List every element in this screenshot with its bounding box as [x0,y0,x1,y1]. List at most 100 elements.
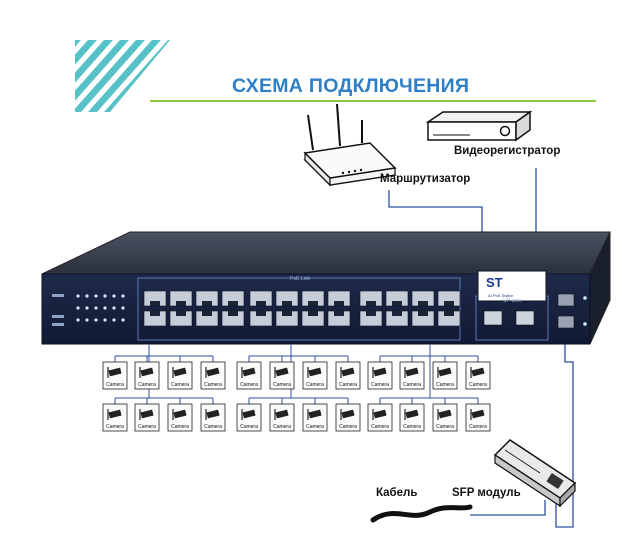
camera-icon [341,367,355,377]
camera-frame [367,361,393,390]
status-led [583,322,587,326]
port-latch [256,311,266,316]
stripe [0,40,65,112]
status-leds [52,294,587,326]
camera-tile: Camera [200,403,226,432]
status-led [85,306,89,310]
camera-icon [438,367,452,377]
sfp-port-2 [557,315,575,329]
camera-icon [373,409,387,419]
camera-icon [108,409,122,419]
port-latch [444,301,454,306]
camera-label: Camera [204,382,222,388]
status-led [112,306,116,310]
camera-tile: Camera [134,403,160,432]
status-led [85,318,89,322]
camera-icon [341,409,355,419]
camera-tile: Camera [432,403,458,432]
stripe [75,40,113,112]
camera-label: Camera [138,382,156,388]
camera-label: Camera [371,382,389,388]
port-latch [256,301,266,306]
status-led [85,294,89,298]
camera-icon [438,409,452,419]
camera-icon [173,367,187,377]
camera-frame [167,403,193,432]
poe-switch [41,231,611,345]
stripe [75,40,97,112]
camera-icon [275,409,289,419]
camera-label: Camera [436,382,454,388]
camera-frame [269,403,295,432]
camera-frame [269,361,295,390]
camera-tile: Camera [236,403,262,432]
port-latch [150,301,160,306]
camera-tile: Camera [367,361,393,390]
port-latch [176,301,186,306]
status-led [103,294,107,298]
camera-icon [206,409,220,419]
camera-frame [102,403,128,432]
led-label-bar [52,294,64,297]
uplink-port-1 [483,310,503,326]
video-recorder-icon [425,110,533,142]
port-latch [366,301,376,306]
router-label: Маршрутизатор [380,173,471,185]
camera-tile: Camera [335,361,361,390]
status-led [121,318,125,322]
port-latch [202,301,212,306]
camera-icon [108,367,122,377]
uplink-port-2 [515,310,535,326]
camera-tile: Camera [167,361,193,390]
led-label-bar [52,323,64,326]
camera-icon [140,367,154,377]
port-latch [202,311,212,316]
status-led [76,306,80,310]
port-latch [392,301,402,306]
camera-tile: Camera [302,361,328,390]
camera-tile: Camera [399,361,425,390]
camera-tile: Camera [102,361,128,390]
camera-frame [134,403,160,432]
camera-tile: Camera [134,361,160,390]
brand-logo: ST [486,275,503,290]
port-latch [176,311,186,316]
camera-label: Camera [240,424,258,430]
camera-label: Camera [204,424,222,430]
camera-tile: Camera [432,361,458,390]
camera-label: Camera [240,382,258,388]
camera-label: Camera [436,424,454,430]
stripe [75,40,145,112]
camera-frame [432,403,458,432]
camera-label: Camera [469,382,487,388]
camera-frame [200,403,226,432]
stripe [0,40,49,112]
stripe [75,40,129,112]
port-latch [334,301,344,306]
camera-frame [167,361,193,390]
port-latch [392,311,402,316]
port-latch [366,311,376,316]
sfp-port-1 [557,293,575,307]
port-latch [418,301,428,306]
status-led [583,296,587,300]
camera-label: Camera [403,382,421,388]
camera-label: Camera [138,424,156,430]
port-latch [308,311,318,316]
status-led [103,318,107,322]
stripe [88,40,161,112]
camera-tile: Camera [465,403,491,432]
camera-icon [206,367,220,377]
camera-frame [302,403,328,432]
camera-icon [405,367,419,377]
led-label-bar [52,315,64,318]
camera-frame [102,361,128,390]
camera-label: Camera [273,382,291,388]
camera-icon [471,409,485,419]
camera-tile: Camera [302,403,328,432]
status-led [76,318,80,322]
camera-icon [173,409,187,419]
